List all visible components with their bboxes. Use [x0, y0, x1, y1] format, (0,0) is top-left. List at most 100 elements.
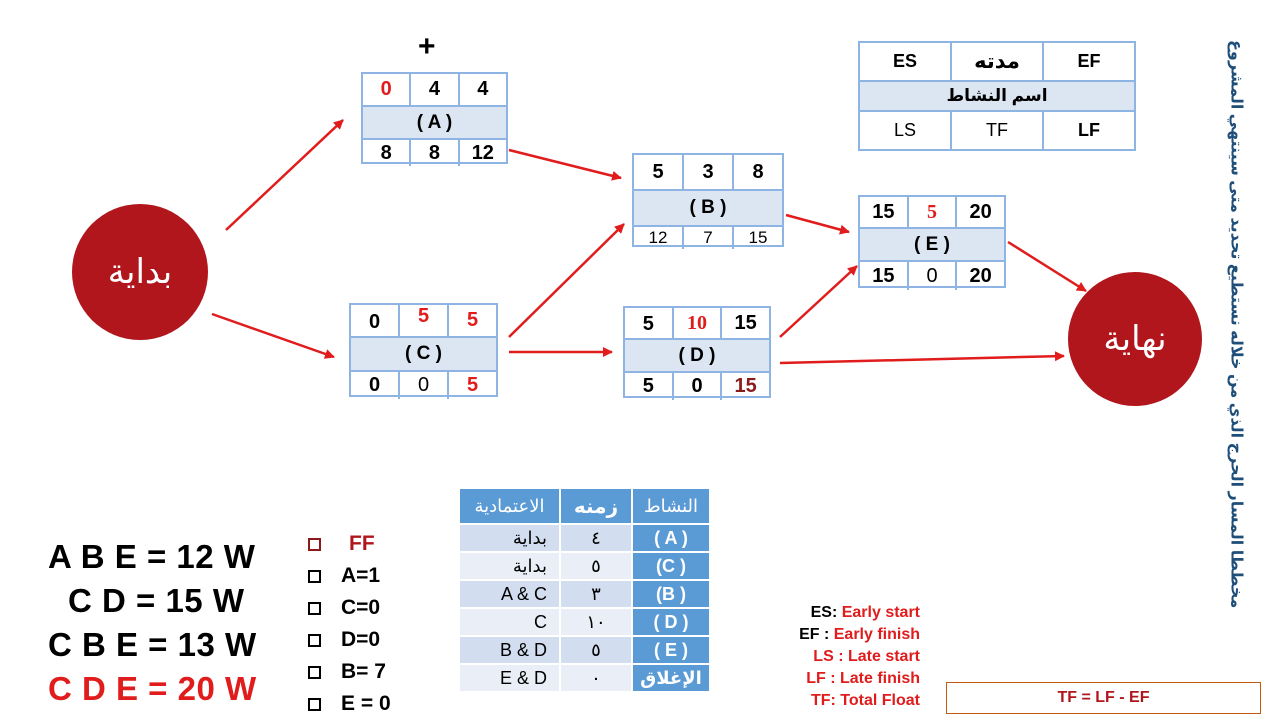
node-e-lf: 20 [955, 262, 1004, 290]
checkbox-icon [308, 601, 321, 615]
checkbox-icon [308, 633, 321, 647]
header-activity: النشاط [631, 487, 711, 525]
node-b-lf: 15 [732, 227, 782, 249]
node-c-ls: 0 [368, 374, 381, 396]
checklist-item: FF [308, 528, 391, 560]
checkbox-icon [308, 697, 321, 711]
cell-duration: ٥ [559, 551, 633, 581]
cell-dependency: B & D [458, 635, 561, 665]
cell-dependency: C [458, 607, 561, 637]
definition-key: LS : [813, 648, 844, 665]
node-a-es: 0 [380, 78, 392, 100]
end-node: نهاية [1068, 272, 1202, 406]
cell-duration: ٥ [559, 635, 633, 665]
cell-activity: الإغلاق [631, 663, 711, 693]
node-c-label: ( C ) [351, 336, 496, 372]
legend-ef: EF [1042, 43, 1134, 81]
node-a-ef: 4 [457, 74, 506, 105]
node-a-label: ( A ) [363, 105, 506, 140]
checklist-item: C=0 [308, 592, 391, 624]
definition-value: Late finish [839, 670, 920, 687]
legend-es: ES [892, 51, 917, 72]
checklist-label: B= 7 [341, 660, 386, 683]
start-node: بداية [72, 204, 208, 340]
table-header-row: الاعتمادية زمنه النشاط [458, 487, 711, 525]
node-d-ef: 15 [720, 308, 769, 338]
node-b-label: ( B ) [634, 189, 782, 227]
arrow-b-to-e [785, 213, 850, 235]
activity-node-b: 5 3 8 ( B ) 12 7 15 [632, 153, 784, 249]
node-e-duration: 5 [906, 197, 956, 227]
table-row: A & C ٣ (B ) [458, 579, 711, 609]
checkbox-icon [308, 665, 321, 679]
legend-tf: TF [950, 111, 1042, 149]
definition-value: Total Float [840, 692, 920, 709]
checkbox-icon [308, 537, 321, 551]
table-row: بداية ٤ ( A ) [458, 523, 711, 553]
definition-key: LF : [806, 670, 836, 687]
definition-key: ES: [810, 604, 838, 621]
checklist-label: D=0 [341, 628, 381, 651]
definition-value: Early start [841, 604, 920, 621]
cell-duration: ٤ [559, 523, 633, 553]
node-b-ls: 12 [648, 228, 668, 247]
activity-table: الاعتمادية زمنه النشاط بداية ٤ ( A ) بدا… [458, 487, 711, 693]
node-c-es: 0 [368, 311, 381, 333]
checklist-item: D=0 [308, 624, 391, 656]
path-item: C B E = 13 W [48, 626, 257, 663]
path-list: A B E = 12 W C D = 15 W C B E = 13 W C D… [48, 535, 257, 711]
definition-value: Late start [847, 648, 920, 665]
activity-node-c: 0 5 5 ( C ) 0 0 5 [349, 303, 498, 399]
arrow-a-to-b [508, 148, 622, 181]
plus-sign: + [418, 30, 436, 63]
legend-node: ES مدته EF اسم النشاط LS TF LF [858, 41, 1136, 151]
arrow-start-to-c [211, 312, 335, 359]
cell-activity: (B ) [631, 579, 711, 609]
table-row: B & D ٥ ( E ) [458, 635, 711, 665]
legend-lf: LF [1042, 111, 1134, 149]
checklist-item: E = 0 [308, 688, 391, 720]
legend-name: اسم النشاط [860, 80, 1134, 112]
arrow-d-to-e [779, 265, 858, 338]
node-d-es: 5 [642, 313, 654, 335]
node-a-lf: 12 [457, 140, 506, 166]
node-e-tf: 0 [906, 262, 956, 290]
cell-duration: ٣ [559, 579, 633, 609]
cell-activity: ( E ) [631, 635, 711, 665]
cell-activity: (C ) [631, 551, 711, 581]
critical-path-item: C D E = 20 W [48, 670, 257, 707]
node-d-lf: 15 [720, 373, 769, 400]
definition-item: TF: Total Float [770, 690, 920, 712]
definition-item: ES: Early start [770, 602, 920, 624]
node-b-duration: 3 [682, 155, 732, 189]
node-e-label: ( E ) [860, 227, 1004, 262]
node-c-ef: 5 [447, 305, 496, 336]
definition-item: EF : Early finish [770, 624, 920, 646]
node-d-tf: 0 [671, 373, 721, 400]
cell-dependency: A & C [458, 579, 561, 609]
header-dependency: الاعتمادية [458, 487, 561, 525]
definition-item: LF : Late finish [770, 668, 920, 690]
float-formula: TF = LF - EF [946, 682, 1261, 714]
definition-item: LS : Late start [770, 646, 920, 668]
node-d-duration: 10 [671, 308, 721, 338]
activity-node-d: 5 10 15 ( D ) 5 0 15 [623, 306, 771, 400]
node-e-es: 15 [872, 200, 895, 223]
abbreviation-definitions: ES: Early start EF : Early finish LS : L… [770, 602, 920, 712]
node-b-ef: 8 [732, 155, 782, 189]
arrow-d-to-end [779, 351, 1065, 365]
table-row: C ١٠ ( D ) [458, 607, 711, 637]
table-row: بداية ٥ (C ) [458, 551, 711, 581]
definition-value: Early finish [833, 626, 920, 643]
legend-ls: LS [893, 119, 917, 140]
node-a-duration: 4 [409, 74, 457, 105]
float-checklist: FF A=1 C=0 D=0 B= 7 E = 0 [308, 528, 391, 720]
node-c-lf: 5 [447, 372, 496, 399]
node-c-tf: 0 [398, 372, 447, 399]
table-row: E & D ٠ الإغلاق [458, 663, 711, 693]
legend-duration: مدته [950, 43, 1042, 81]
cell-dependency: بداية [458, 551, 561, 581]
node-d-label: ( D ) [625, 338, 769, 373]
cell-duration: ١٠ [559, 607, 633, 637]
